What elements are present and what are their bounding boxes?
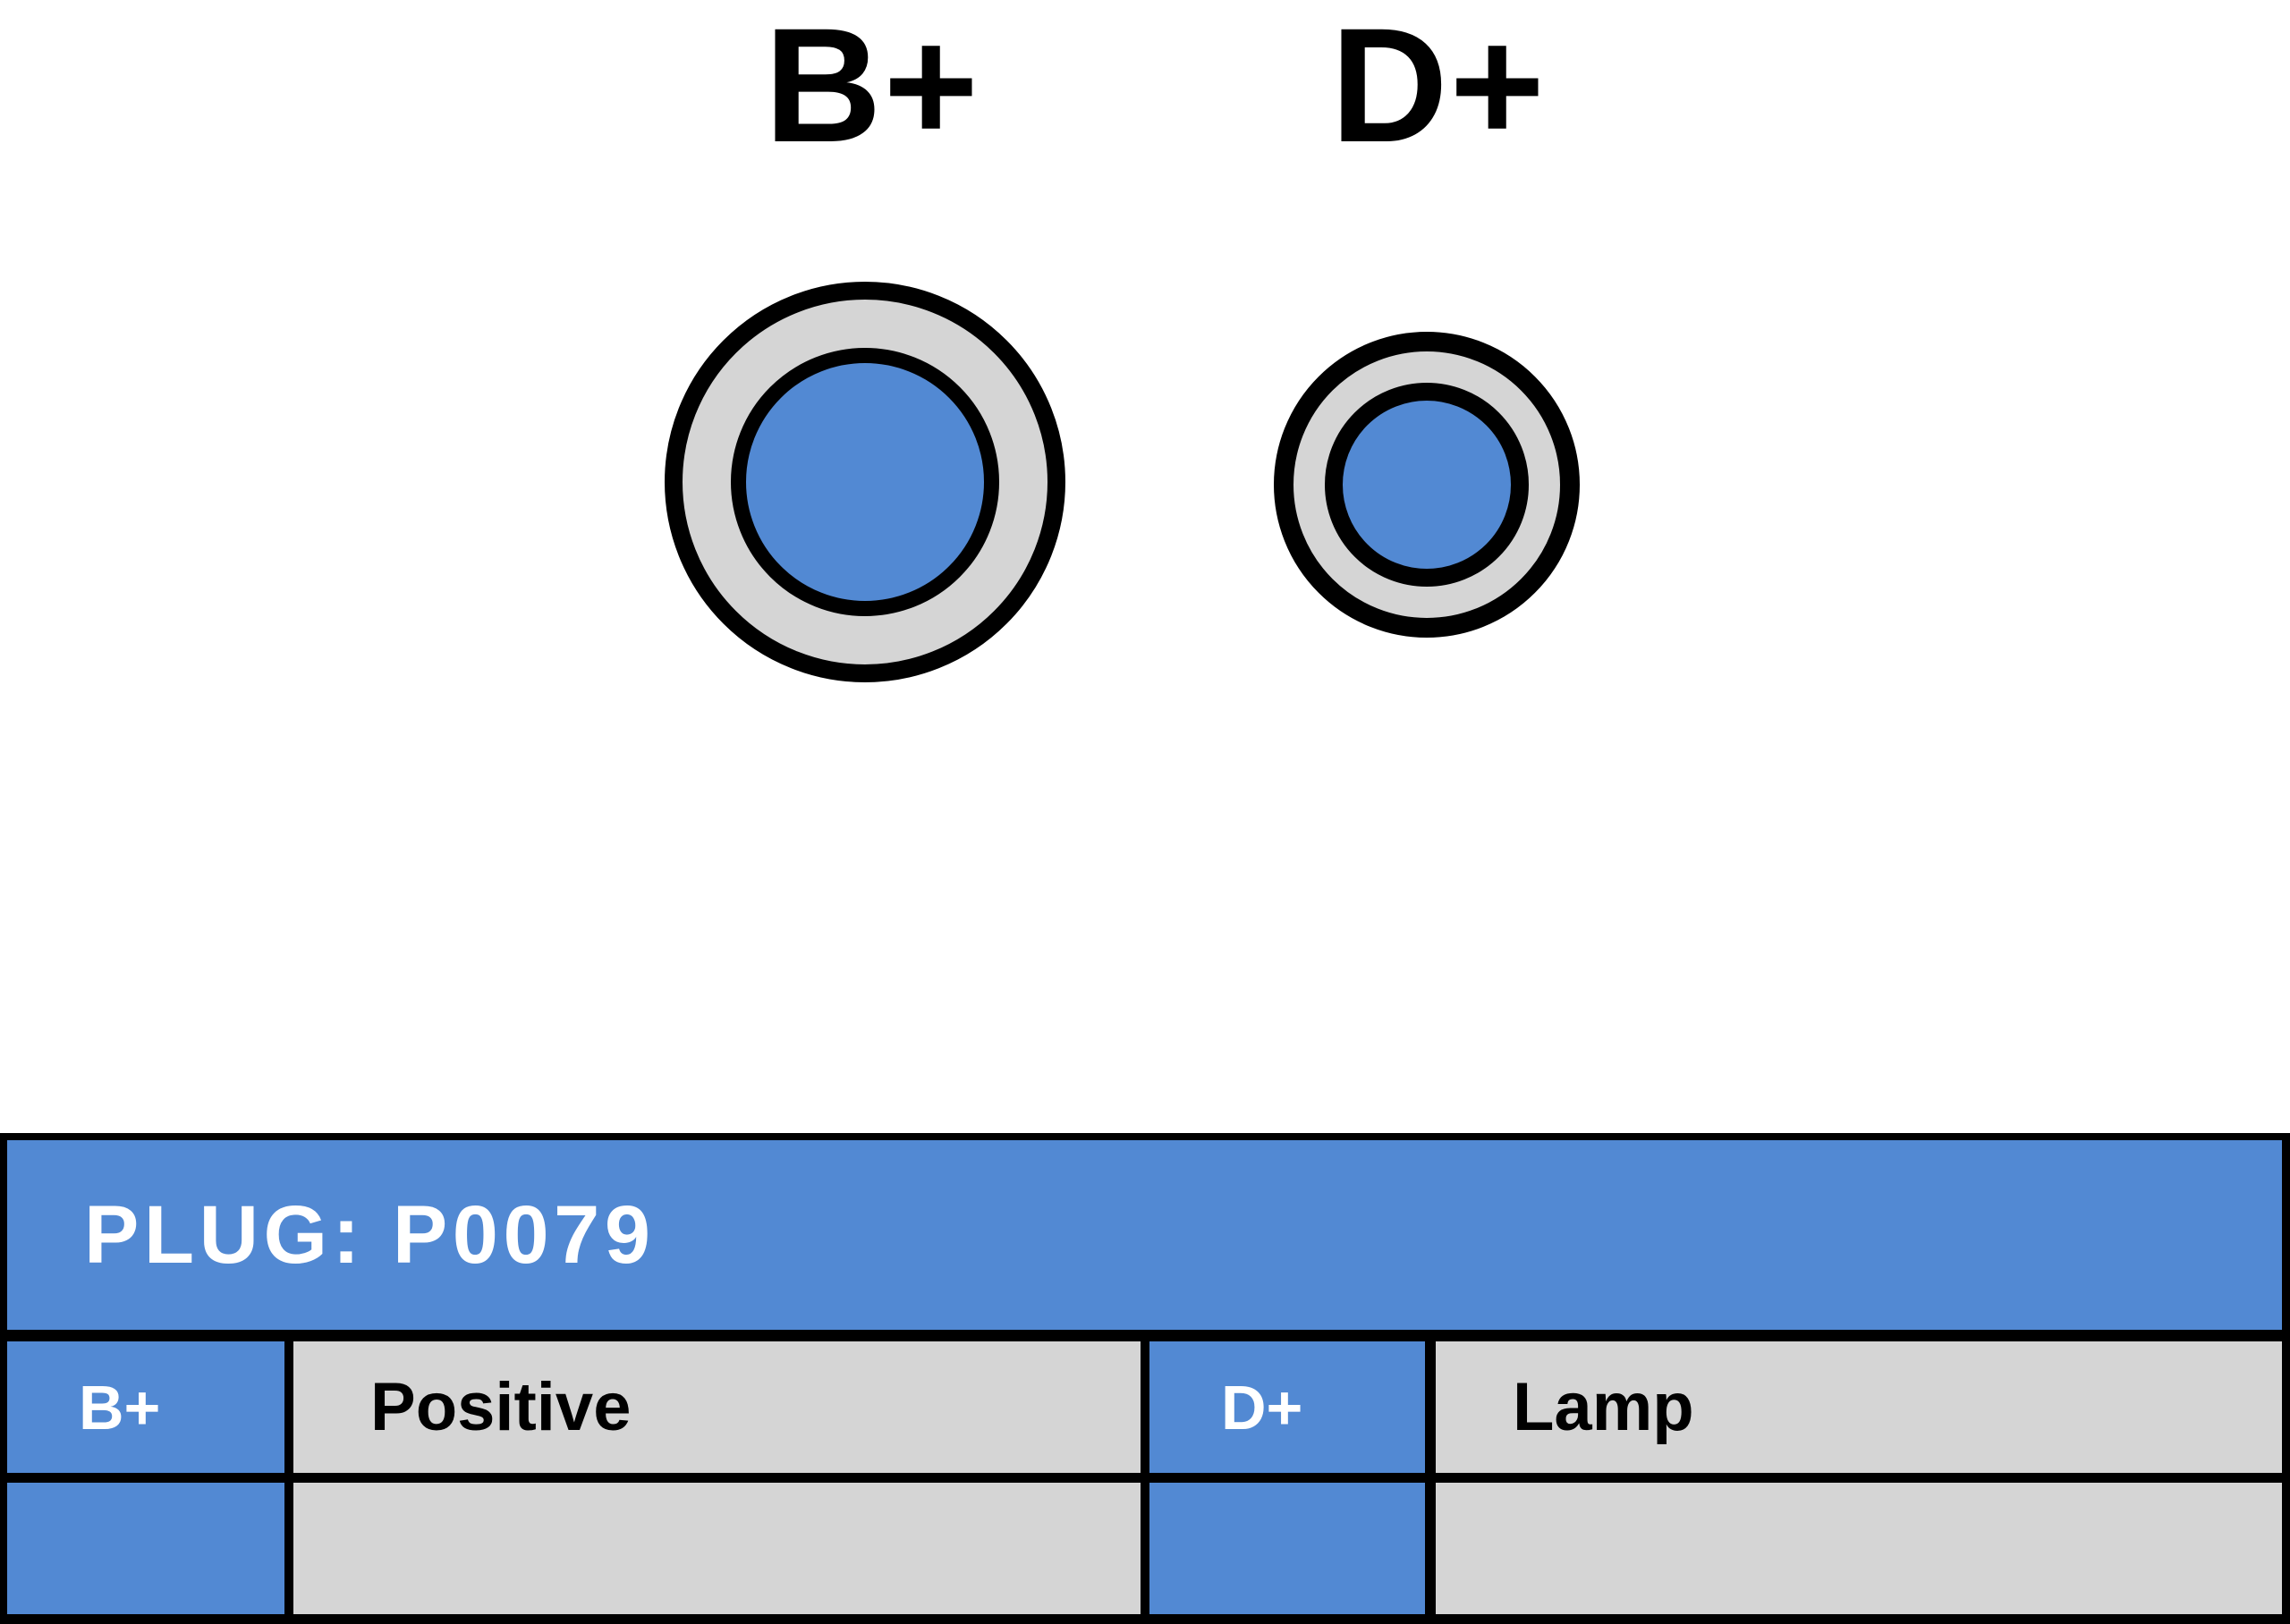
plug-table-title: PLUG: P0079 (7, 1140, 2282, 1330)
terminal-d-plus-core (1325, 383, 1529, 587)
pin-cell-d-plus: D+ (1149, 1341, 1425, 1473)
pin-cell-b-plus: B+ (7, 1341, 284, 1473)
empty-pin-cell-1 (7, 1483, 284, 1614)
empty-description-cell-2 (1436, 1483, 2282, 1614)
terminal-diagram: B+ D+ (665, 0, 1580, 682)
pin-description-b-plus: Positive (293, 1341, 1141, 1473)
empty-description-cell-1 (293, 1483, 1141, 1614)
terminal-b-plus-core (731, 348, 999, 616)
terminal-label-b-plus: B+ (764, 0, 980, 176)
terminal-label-d-plus: D+ (1330, 0, 1547, 176)
terminal-b-plus-icon (665, 282, 1065, 682)
plug-pinout-table: PLUG: P0079 B+ Positive D+ Lamp (0, 1133, 2290, 1624)
empty-pin-cell-2 (1149, 1483, 1425, 1614)
pin-description-d-plus: Lamp (1436, 1341, 2282, 1473)
terminal-d-plus-icon (1274, 332, 1580, 638)
